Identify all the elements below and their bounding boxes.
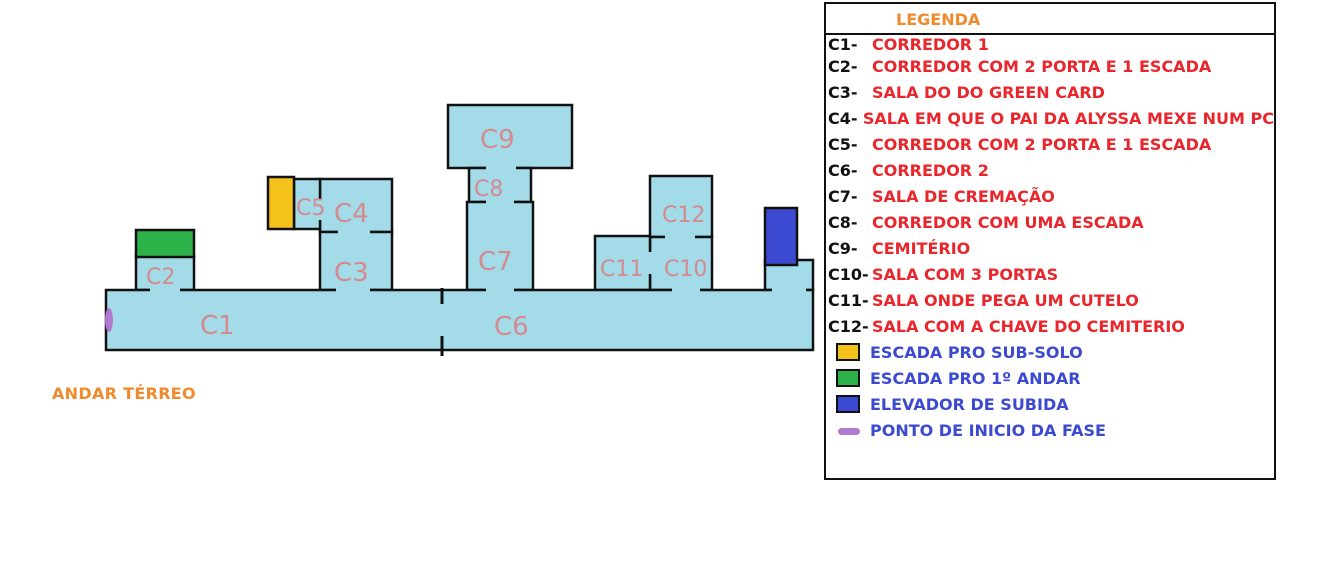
legend-entry: C11-SALA ONDE PEGA UM CUTELO	[828, 287, 1274, 313]
room-c5-label: C5	[296, 196, 325, 221]
door[interactable]	[438, 300, 446, 340]
room-c11[interactable]	[593, 234, 652, 292]
floor-map: C1 C2 C3 C4 C5 C6 C7 C8 C9 C10 C11 C12	[104, 103, 815, 356]
legend-desc: SALA DO DO GREEN CARD	[872, 82, 1105, 102]
legend-code: C9-	[828, 238, 858, 258]
legend-desc: SALA EM QUE O PAI DA ALYSSA MEXE NUM PC	[862, 108, 1274, 128]
floor-label: ANDAR TÉRREO	[52, 384, 196, 403]
door[interactable]	[336, 286, 370, 294]
room-c2-label: C2	[146, 265, 175, 290]
legend-entry: C3- SALA DO DO GREEN CARD	[828, 79, 1274, 105]
start-point-swatch	[836, 424, 862, 436]
legend-key: ELEVADOR DE SUBIDA	[828, 391, 1274, 417]
legend-code: C3-	[828, 82, 858, 102]
room-c1-label: C1	[200, 311, 235, 341]
stairs-down-icon[interactable]	[266, 175, 296, 231]
room-c7-label: C7	[478, 247, 513, 277]
legend-entry: C9- CEMITÉRIO	[828, 235, 1274, 261]
room-c10-label: C10	[664, 257, 707, 282]
door[interactable]	[646, 252, 654, 274]
legend-entry: C12-SALA COM A CHAVE DO CEMITERIO	[828, 313, 1274, 339]
door[interactable]	[486, 164, 516, 172]
room-c8-label: C8	[474, 177, 503, 202]
legend-desc: SALA COM 3 PORTAS	[872, 264, 1059, 284]
door[interactable]	[150, 286, 180, 294]
legend-entry: C4-SALA EM QUE O PAI DA ALYSSA MEXE NUM …	[828, 105, 1274, 131]
legend-code: C1-	[828, 34, 858, 54]
legend-key-desc: ESCADA PRO 1º ANDAR	[870, 368, 1081, 388]
door[interactable]	[338, 228, 370, 236]
legend-entry: C8- CORREDOR COM UMA ESCADA	[828, 209, 1274, 235]
legend-key-desc: PONTO DE INICIO DA FASE	[870, 420, 1106, 440]
legend-code: C7-	[828, 186, 858, 206]
doors	[150, 164, 806, 340]
legend-code: C6-	[828, 160, 858, 180]
legend-desc: CORREDOR COM 2 PORTA E 1 ESCADA	[872, 56, 1212, 76]
legend-code: C12-	[828, 316, 869, 336]
legend-entry: C6- CORREDOR 2	[828, 157, 1274, 183]
room-c11-label: C11	[600, 257, 643, 282]
door[interactable]	[486, 286, 514, 294]
legend-desc: SALA DE CREMAÇÃO	[872, 186, 1055, 206]
room-c9[interactable]	[446, 103, 574, 170]
legend-entry: C7- SALA DE CREMAÇÃO	[828, 183, 1274, 209]
legend-code: C11-	[828, 290, 869, 310]
door[interactable]	[672, 286, 700, 294]
legend-entry: C5- CORREDOR COM 2 PORTA E 1 ESCADA	[828, 131, 1274, 157]
room-c12-label: C12	[662, 203, 705, 228]
legend-entry: C1- CORREDOR 1	[828, 34, 1274, 54]
stairs-down-swatch	[836, 343, 860, 361]
elevator-icon[interactable]	[763, 206, 799, 267]
room-c5[interactable]	[292, 177, 322, 231]
room-c1[interactable]	[104, 288, 444, 352]
legend-desc: CEMITÉRIO	[872, 238, 971, 258]
legend-entries: C1- CORREDOR 1 C2- CORREDOR COM 2 PORTA E 1…	[826, 35, 1274, 443]
legend-code: C10-	[828, 264, 869, 284]
door[interactable]	[665, 233, 695, 241]
legend-key-desc: ESCADA PRO SUB-SOLO	[870, 342, 1083, 362]
legend-desc: CORREDOR COM 2 PORTA E 1 ESCADA	[872, 134, 1212, 154]
room-c4[interactable]	[318, 177, 394, 234]
legend-key: ESCADA PRO SUB-SOLO	[828, 339, 1274, 365]
legend-key-desc: ELEVADOR DE SUBIDA	[870, 394, 1069, 414]
legend-code: C4-	[828, 108, 858, 128]
start-point-icon	[105, 308, 113, 332]
legend-desc: SALA COM A CHAVE DO CEMITERIO	[872, 316, 1185, 336]
room-c3-label: C3	[334, 258, 369, 288]
legend-key: ESCADA PRO 1º ANDAR	[828, 365, 1274, 391]
legend-desc: SALA ONDE PEGA UM CUTELO	[872, 290, 1139, 310]
legend-desc: CORREDOR 1	[872, 34, 989, 54]
room-c3[interactable]	[318, 230, 394, 292]
room-c9-label: C9	[480, 125, 515, 155]
stairs-up-icon[interactable]	[134, 228, 196, 259]
room-c4-label: C4	[334, 199, 369, 229]
room-c6[interactable]	[440, 288, 815, 352]
legend: LEGENDA C1- CORREDOR 1 C2- CORREDOR COM 2 P…	[824, 2, 1276, 480]
door[interactable]	[486, 198, 514, 206]
door[interactable]	[316, 200, 324, 220]
elevator-swatch	[836, 395, 860, 413]
room-c6-label: C6	[494, 312, 529, 342]
legend-desc: CORREDOR 2	[872, 160, 989, 180]
legend-title: LEGENDA	[826, 4, 1274, 35]
legend-desc: CORREDOR COM UMA ESCADA	[872, 212, 1144, 232]
stairs-up-swatch	[836, 369, 860, 387]
door[interactable]	[772, 286, 806, 294]
legend-key: PONTO DE INICIO DA FASE	[828, 417, 1274, 443]
legend-entry: C2- CORREDOR COM 2 PORTA E 1 ESCADA	[828, 53, 1274, 79]
legend-code: C2-	[828, 56, 858, 76]
room-c12[interactable]	[648, 174, 714, 239]
legend-code: C5-	[828, 134, 858, 154]
legend-code: C8-	[828, 212, 858, 232]
legend-entry: C10-SALA COM 3 PORTAS	[828, 261, 1274, 287]
